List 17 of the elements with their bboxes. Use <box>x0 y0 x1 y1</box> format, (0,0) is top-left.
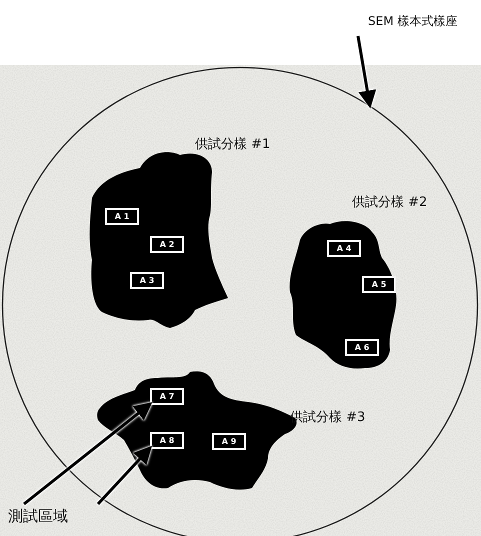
region-label: A 5 <box>362 276 396 293</box>
sample-label: 供試分樣 #1 <box>195 137 270 153</box>
pointer-arrow <box>96 446 152 506</box>
region-label: A 6 <box>345 339 379 356</box>
pointer-arrow <box>23 402 152 506</box>
callout-label: SEM 樣本式樣座 <box>368 14 458 28</box>
callout-label: 測試區域 <box>8 507 68 525</box>
region-label: A 2 <box>150 236 184 253</box>
region-label: A 9 <box>212 433 246 450</box>
region-label: A 1 <box>105 208 139 225</box>
pointer-arrow <box>356 36 376 108</box>
region-label: A 8 <box>150 432 184 449</box>
region-label: A 4 <box>327 240 361 257</box>
region-label: A 7 <box>150 388 184 405</box>
sample-label: 供試分樣 #3 <box>290 410 366 426</box>
sample-label: 供試分樣 #2 <box>352 195 428 211</box>
region-label: A 3 <box>130 272 164 289</box>
